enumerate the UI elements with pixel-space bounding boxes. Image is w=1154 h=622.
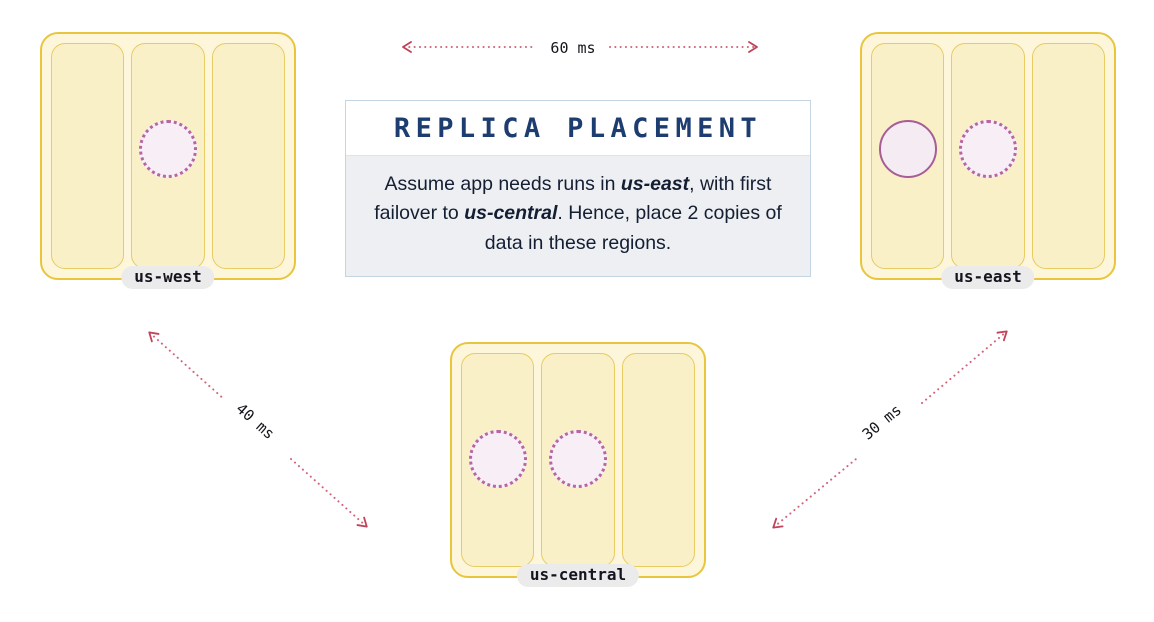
availability-zone — [871, 43, 945, 269]
zones-container-us-west — [51, 43, 285, 269]
availability-zone — [211, 43, 285, 269]
card-title: REPLICA PLACEMENT — [346, 101, 810, 155]
zones-container-us-central — [461, 353, 695, 567]
availability-zone — [131, 43, 205, 269]
description-text-2: , with first failover to — [374, 173, 772, 225]
availability-zone — [621, 353, 695, 567]
replica-circle-solid — [878, 120, 937, 178]
latency-arrow-central-east: 30 ms — [772, 330, 1008, 529]
description-text-1: Assume app needs runs in — [384, 173, 621, 195]
availability-zone — [461, 353, 535, 567]
region-label-us-east: us-east — [941, 266, 1035, 289]
description-region-us-east: us-east — [620, 173, 690, 195]
replica-circle-dotted — [468, 430, 527, 488]
card-description: Assume app needs runs in us-east, with f… — [346, 155, 810, 276]
region-us-east: us-east — [860, 32, 1116, 289]
availability-zone — [1031, 43, 1105, 269]
description-region-us-central: us-central — [464, 202, 558, 225]
region-label-us-central: us-central — [516, 564, 640, 587]
availability-zone — [51, 43, 125, 269]
region-label-us-west: us-west — [121, 266, 215, 289]
latency-label-40ms: 40 ms — [232, 400, 278, 443]
description-text-3: . Hence, place 2 copies of data in these… — [484, 202, 782, 254]
region-us-west: us-west — [40, 32, 296, 289]
zones-container-us-east — [871, 43, 1105, 269]
latency-arrow-west-central: 40 ms — [148, 331, 368, 528]
availability-zone — [951, 43, 1025, 269]
replica-circle-dotted — [138, 120, 197, 178]
latency-label-60ms: 60 ms — [550, 39, 595, 57]
availability-zone — [541, 353, 615, 567]
replica-placement-card: REPLICA PLACEMENT Assume app needs runs … — [345, 100, 811, 277]
region-us-central: us-central — [450, 342, 706, 587]
replica-circle-dotted — [958, 120, 1017, 178]
latency-arrow-west-east: 60 ms — [402, 39, 758, 57]
replica-circle-dotted — [548, 430, 607, 488]
latency-label-30ms: 30 ms — [859, 401, 905, 444]
